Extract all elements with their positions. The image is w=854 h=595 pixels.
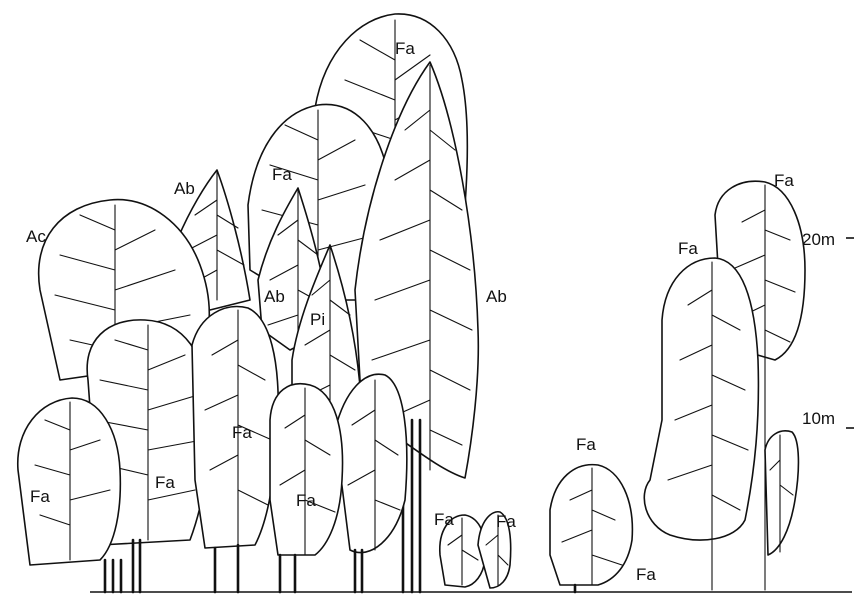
species-label-ac: Ac (26, 227, 46, 246)
species-label-ab-left: Ab (174, 179, 195, 198)
species-label-fa-left-large: Fa (155, 473, 175, 492)
species-label-fa-top: Fa (395, 39, 415, 58)
species-label-fa-upper: Fa (272, 165, 292, 184)
species-label-fa-small-1: Fa (434, 510, 454, 529)
tree-crown-fa-right-mid (644, 258, 758, 590)
species-label-fa-small-right: Fa (576, 435, 596, 454)
species-label-fa-small-2: Fa (496, 512, 516, 531)
species-label-fa-center: Fa (296, 491, 316, 510)
tree-crown-fa-center-left (192, 307, 278, 592)
species-label-ab-mid: Ab (264, 287, 285, 306)
tree-crown-fa-center (270, 384, 343, 592)
species-label-fa-ground: Fa (636, 565, 656, 584)
tree-crown-pi-lower (335, 374, 407, 592)
species-label-fa-far-left: Fa (30, 487, 50, 506)
scale-label-10m: 10m (802, 409, 835, 428)
species-label-fa-right-tall: Fa (774, 171, 794, 190)
species-label-ab-tall: Ab (486, 287, 507, 306)
species-label-fa-center-left: Fa (232, 423, 252, 442)
tree-crown-fa-right-lower (765, 431, 798, 555)
species-label-pi: Pi (310, 310, 325, 329)
tree-crown-fa-small-right (550, 465, 632, 592)
species-label-fa-right-mid: Fa (678, 239, 698, 258)
scale-label-20m: 20m (802, 230, 835, 249)
